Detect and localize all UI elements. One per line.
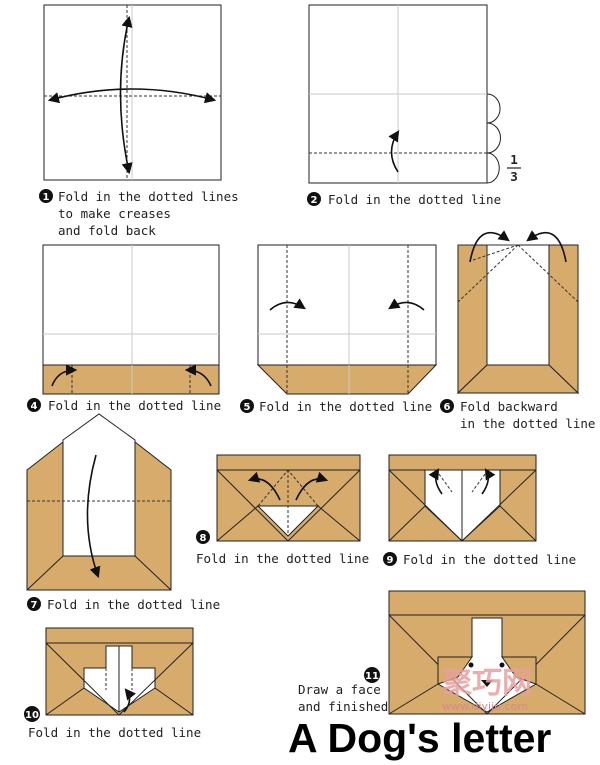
step-11-figure xyxy=(388,590,586,715)
watermark-logo-text: 聚巧网 xyxy=(441,666,532,701)
dog-left-eye xyxy=(468,662,474,668)
watermark-url: www.diyiju.com xyxy=(442,700,528,713)
step-11-caption: 11 Draw a face and finished xyxy=(298,667,388,714)
step-11-text-line-1: Draw a face xyxy=(298,682,381,697)
step-7-figure xyxy=(26,413,172,591)
svg-text:11: 11 xyxy=(365,671,379,682)
svg-text:6: 6 xyxy=(444,402,451,413)
step-4-text: Fold in the dotted line xyxy=(48,398,221,413)
step-1-figure xyxy=(43,4,222,181)
fraction-denominator: 3 xyxy=(510,169,518,184)
step-6-caption: 6 Fold backward in the dotted line xyxy=(440,399,595,431)
svg-text:8: 8 xyxy=(200,533,207,544)
svg-text:5: 5 xyxy=(244,402,251,413)
step-9-text: Fold in the dotted line xyxy=(403,552,576,567)
step-7-caption: 7 Fold in the dotted line xyxy=(27,597,220,612)
step-4-figure xyxy=(42,244,220,395)
svg-text:4: 4 xyxy=(31,401,38,412)
step-4-caption: 4 Fold in the dotted line xyxy=(27,398,221,413)
step-5-text: Fold in the dotted line xyxy=(259,399,432,414)
step-8-caption: 8 Fold in the dotted line xyxy=(196,530,369,566)
step-8-text: Fold in the dotted line xyxy=(196,551,369,566)
step-7-text: Fold in the dotted line xyxy=(47,597,220,612)
dog-nose xyxy=(481,680,493,687)
step-1-caption: 1 Fold in the dotted lines to make creas… xyxy=(39,189,239,238)
step-1-text-line-1: Fold in the dotted lines xyxy=(58,189,239,204)
step-5-figure xyxy=(256,244,438,395)
step-2-text: Fold in the dotted line xyxy=(328,192,501,207)
watermark: 聚巧网 www.diyiju.com xyxy=(441,666,532,713)
dog-right-eye xyxy=(499,662,505,668)
step-10-caption: 10 Fold in the dotted line xyxy=(24,706,201,740)
svg-text:7: 7 xyxy=(31,600,38,611)
step-2-figure: 1 3 xyxy=(308,4,521,184)
step-5-caption: 5 Fold in the dotted line xyxy=(240,399,432,414)
step-6-text-line-2: in the dotted line xyxy=(460,416,595,431)
step-1-text-line-3: and fold back xyxy=(58,223,156,238)
step-6-text-line-1: Fold backward xyxy=(460,399,558,414)
step-6-figure xyxy=(456,230,580,395)
step-1-text-line-2: to make creases xyxy=(58,206,171,221)
svg-text:2: 2 xyxy=(311,195,318,206)
step-11-text-line-2: and finished xyxy=(298,699,388,714)
fraction-numerator: 1 xyxy=(510,152,518,167)
page-title: A Dog's letter xyxy=(288,715,551,761)
step-1-badge xyxy=(39,189,53,203)
step-2-caption: 2 Fold in the dotted line xyxy=(307,192,501,207)
step-10-figure xyxy=(45,627,194,716)
step-1-number: 1 xyxy=(43,192,50,203)
step-10-text: Fold in the dotted line xyxy=(28,725,201,740)
step-9-caption: 9 Fold in the dotted line xyxy=(383,552,576,567)
svg-text:9: 9 xyxy=(387,555,394,566)
step-8-figure xyxy=(216,454,361,542)
step-9-figure xyxy=(388,454,537,542)
svg-text:10: 10 xyxy=(25,710,39,721)
